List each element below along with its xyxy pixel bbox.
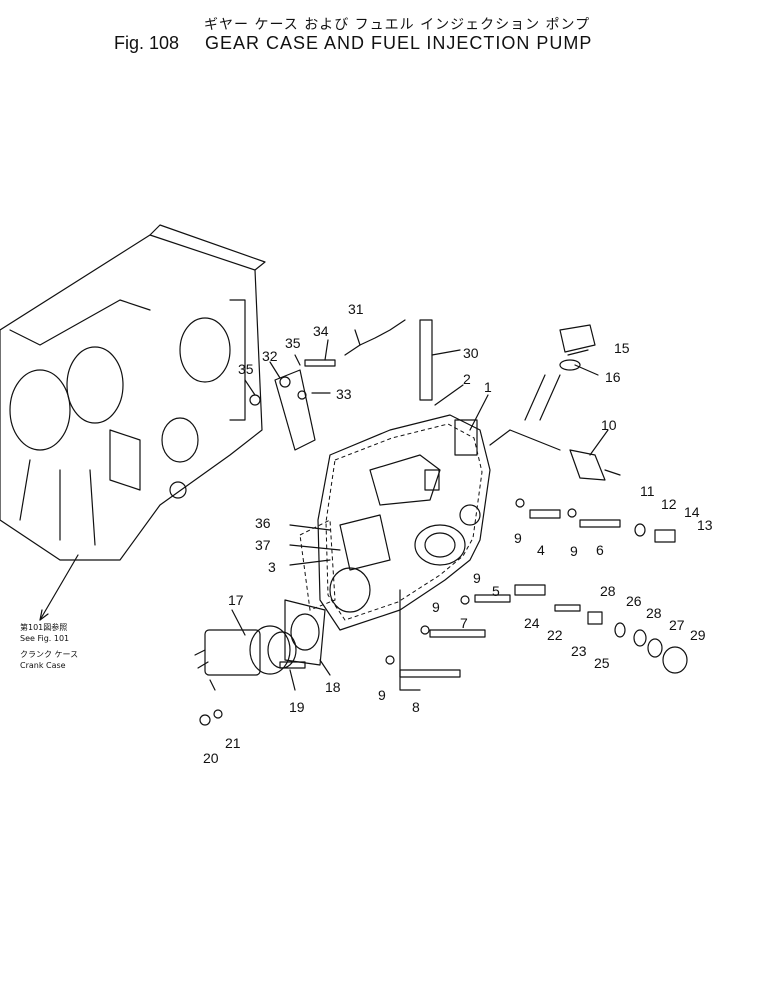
oil-filler-drawing	[524, 324, 596, 421]
callout-20: 20	[203, 750, 219, 766]
bolts-drawing	[199, 359, 688, 726]
crank-case-drawing	[0, 224, 266, 561]
callout-21: 21	[225, 735, 241, 751]
injection-pump-drawing	[194, 599, 326, 691]
callout-7: 7	[460, 615, 468, 631]
reference-leader	[39, 554, 79, 621]
callout-26: 26	[626, 593, 642, 609]
title-english: GEAR CASE AND FUEL INJECTION PUMP	[205, 33, 593, 53]
callout-labels: 1 2 3 4 5 6 7 8 9 9 9 9 9 10 11 12 13 14…	[203, 301, 713, 766]
crank-case-reference: 第101図参照 See Fig. 101 クランク ケース Crank Case	[20, 622, 78, 670]
callout-10: 10	[601, 417, 617, 433]
callout-14: 14	[684, 504, 700, 520]
reference-crank-case: Crank Case	[20, 661, 66, 670]
callout-28a: 28	[600, 583, 616, 599]
callout-33: 33	[336, 386, 352, 402]
title-japanese: ギヤー ケース および フュエル インジェクション ポンプ	[204, 17, 591, 33]
callout-2: 2	[463, 371, 471, 387]
callout-27: 27	[669, 617, 685, 633]
callout-9c: 9	[473, 570, 481, 586]
figure-number: Fig. 108	[114, 33, 180, 53]
callout-29: 29	[690, 627, 706, 643]
callout-18: 18	[325, 679, 341, 695]
callout-35a: 35	[285, 335, 301, 351]
gasket-outline	[299, 519, 336, 611]
callout-36: 36	[255, 515, 271, 531]
callout-37: 37	[255, 537, 271, 553]
reference-see-fig: See Fig. 101	[20, 634, 69, 643]
sensor-drawing	[569, 449, 621, 481]
callout-19: 19	[289, 699, 305, 715]
callout-22: 22	[547, 627, 563, 643]
reference-jp-fig: 第101図参照	[20, 622, 67, 632]
callout-34: 34	[313, 323, 329, 339]
bracket-drawing	[274, 369, 316, 451]
rod-drawing	[419, 319, 433, 401]
callout-6: 6	[596, 542, 604, 558]
callout-13: 13	[697, 517, 713, 533]
callout-25: 25	[594, 655, 610, 671]
callout-9a: 9	[514, 530, 522, 546]
callout-24: 24	[524, 615, 540, 631]
reference-jp-crank: クランク ケース	[20, 650, 78, 659]
callout-8: 8	[412, 699, 420, 715]
spring-drawing	[344, 319, 406, 356]
callout-35b: 35	[238, 361, 254, 377]
callout-5: 5	[492, 583, 500, 599]
callout-23: 23	[571, 643, 587, 659]
callout-28b: 28	[646, 605, 662, 621]
callout-15: 15	[614, 340, 630, 356]
callout-9e: 9	[378, 687, 386, 703]
callout-9b: 9	[570, 543, 578, 559]
reference-arrow	[39, 609, 49, 621]
callout-11: 11	[640, 483, 655, 499]
gear-case-drawing	[317, 414, 491, 631]
callout-3: 3	[268, 559, 276, 575]
callout-9d: 9	[432, 599, 440, 615]
callout-31: 31	[348, 301, 364, 317]
callout-4: 4	[537, 542, 545, 558]
callout-17: 17	[228, 592, 244, 608]
callout-1: 1	[484, 379, 492, 395]
callout-12: 12	[661, 496, 677, 512]
callout-16: 16	[605, 369, 621, 385]
callout-30: 30	[463, 345, 479, 361]
leader-lines	[231, 329, 609, 691]
callout-32: 32	[262, 348, 278, 364]
